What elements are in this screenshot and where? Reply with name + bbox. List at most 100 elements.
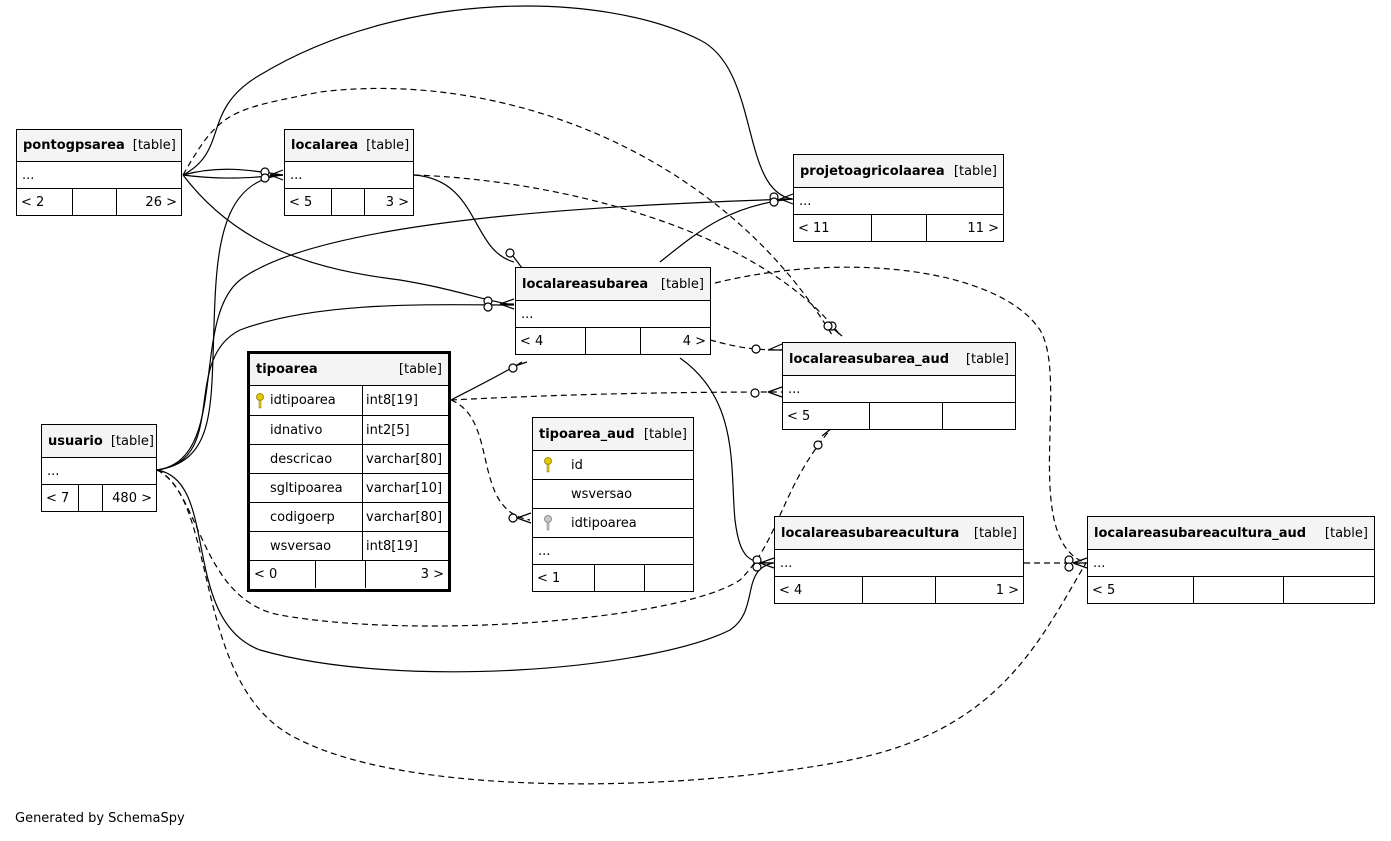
table-name: usuario — [48, 433, 103, 449]
children-count[interactable] — [1284, 577, 1374, 603]
table-header: localareasubarea [table] — [516, 268, 710, 301]
generated-by-footer: Generated by SchemaSpy — [15, 811, 185, 826]
children-count[interactable]: 3 > — [420, 567, 444, 582]
children-count[interactable]: 3 > — [385, 194, 409, 210]
table-name: localareasubareacultura — [781, 525, 960, 541]
parents-count[interactable]: < 11 — [794, 215, 872, 241]
table-tag: [table] — [660, 276, 704, 292]
table-header: localareasubareacultura [table] — [775, 517, 1023, 550]
column-type: varchar[10] — [362, 474, 448, 502]
children-count[interactable]: 26 > — [145, 194, 177, 210]
table-footer: < 5 — [1088, 577, 1374, 603]
parents-count[interactable]: < 5 — [1088, 577, 1194, 603]
edge-usuario-cultura — [156, 469, 774, 673]
parents-count[interactable]: < 2 — [17, 189, 73, 215]
column-row[interactable]: id — [533, 451, 693, 480]
parents-count[interactable]: < 4 — [775, 577, 863, 603]
parents-count[interactable]: < 5 — [285, 189, 332, 215]
column-name: descricao — [270, 451, 333, 467]
table-header: pontogpsarea [table] — [17, 130, 181, 162]
footer-blank — [73, 189, 117, 215]
table-footer: < 5 3 > — [285, 189, 413, 215]
footer-blank — [595, 565, 645, 591]
table-footer: < 0 3 > — [250, 561, 448, 588]
table-projetoagricolaarea[interactable]: projetoagricolaarea [table] ... < 11 11 … — [793, 154, 1004, 242]
column-row[interactable]: codigoerp varchar[80] — [250, 503, 448, 532]
table-localarea[interactable]: localarea [table] ... < 5 3 > — [284, 129, 414, 216]
column-row[interactable]: idtipoarea int8[19] — [250, 386, 448, 416]
column-row[interactable]: wsversao int8[19] — [250, 532, 448, 561]
column-name: idtipoarea — [270, 393, 336, 408]
parents-count[interactable]: < 1 — [533, 565, 595, 591]
table-ellipsis: ... — [42, 458, 156, 485]
edge-tipoarea-aud-sub — [450, 391, 783, 401]
crow-tipoarea-aud — [516, 512, 532, 524]
table-localareasubarea[interactable]: localareasubarea [table] ... < 4 4 > — [515, 267, 711, 355]
table-header: localarea [table] — [285, 130, 413, 162]
crow-localareasubarea-bottom — [514, 361, 528, 367]
edge-localarea-aud — [413, 174, 841, 336]
parents-count[interactable]: < 4 — [516, 328, 586, 354]
opt-circle — [823, 321, 833, 331]
table-name: projetoagricolaarea — [800, 163, 945, 179]
table-pontogpsarea[interactable]: pontogpsarea [table] ... < 2 26 > — [16, 129, 182, 216]
column-name: idtipoarea — [571, 515, 637, 531]
table-localareasubareacultura[interactable]: localareasubareacultura [table] ... < 4 … — [774, 516, 1024, 604]
column-name: wsversao — [571, 486, 633, 502]
table-localareasubarea-aud[interactable]: localareasubarea_aud [table] ... < 5 — [782, 342, 1016, 430]
foreign-key-icon — [533, 515, 563, 531]
table-usuario[interactable]: usuario [table] ... < 7 480 > — [41, 424, 157, 512]
parents-count[interactable]: < 5 — [783, 403, 870, 429]
parents-count[interactable]: < 7 — [42, 485, 79, 511]
table-tag: [table] — [953, 163, 997, 179]
column-row[interactable]: idnativo int2[5] — [250, 416, 448, 445]
crow-projetoagricolaarea — [779, 193, 794, 205]
edge-localarea-localareasubarea — [413, 174, 515, 263]
table-localareasubareacultura-aud[interactable]: localareasubareacultura_aud [table] ... … — [1087, 516, 1375, 604]
table-footer: < 2 26 > — [17, 189, 181, 215]
table-ellipsis: ... — [516, 301, 710, 328]
table-tag: [table] — [1324, 525, 1368, 541]
table-ellipsis: ... — [794, 188, 1003, 215]
table-header: tipoarea [table] — [250, 354, 448, 386]
table-tag: [table] — [398, 362, 442, 377]
children-count[interactable]: 4 > — [682, 333, 706, 349]
table-tag: [table] — [366, 138, 410, 153]
column-type: varchar[80] — [362, 503, 448, 531]
table-header: tipoarea_aud [table] — [533, 418, 693, 451]
footer-blank — [870, 403, 943, 429]
crow-cultura-aud — [1072, 557, 1088, 569]
primary-key-icon — [250, 392, 270, 409]
edge-usuario-localarea — [156, 174, 284, 471]
table-header: projetoagricolaarea [table] — [794, 155, 1003, 188]
footer-blank — [586, 328, 641, 354]
children-count[interactable]: 1 > — [995, 582, 1019, 598]
table-footer: < 4 1 > — [775, 577, 1023, 603]
footer-blank — [1194, 577, 1284, 603]
footer-blank — [872, 215, 927, 241]
parents-count[interactable]: < 0 — [250, 561, 316, 588]
footer-blank — [79, 485, 103, 511]
table-name: tipoarea_aud — [539, 426, 635, 442]
column-row[interactable]: descricao varchar[80] — [250, 445, 448, 474]
table-header: localareasubareacultura_aud [table] — [1088, 517, 1374, 550]
column-name: wsversao — [270, 538, 332, 554]
crow-localarea — [269, 169, 284, 181]
table-tipoarea[interactable]: tipoarea [table] idtipoarea int8[19] idn… — [247, 351, 451, 592]
table-ellipsis: ... — [285, 162, 413, 189]
opt-circle — [260, 173, 270, 183]
children-count[interactable] — [943, 403, 1015, 429]
children-count[interactable]: 480 > — [112, 490, 152, 506]
edge-usuario-aud — [156, 429, 831, 627]
column-row[interactable]: wsversao — [533, 480, 693, 509]
opt-circle — [1064, 562, 1074, 572]
table-tag: [table] — [132, 138, 176, 153]
table-tipoarea-aud[interactable]: tipoarea_aud [table] id wsversao idtipoa… — [532, 417, 694, 592]
opt-circle — [751, 344, 761, 354]
column-row[interactable]: idtipoarea — [533, 509, 693, 538]
column-row[interactable]: sgltipoarea varchar[10] — [250, 474, 448, 503]
children-count[interactable]: 11 > — [967, 220, 999, 236]
table-name: pontogpsarea — [23, 138, 125, 153]
children-count[interactable] — [645, 565, 693, 591]
